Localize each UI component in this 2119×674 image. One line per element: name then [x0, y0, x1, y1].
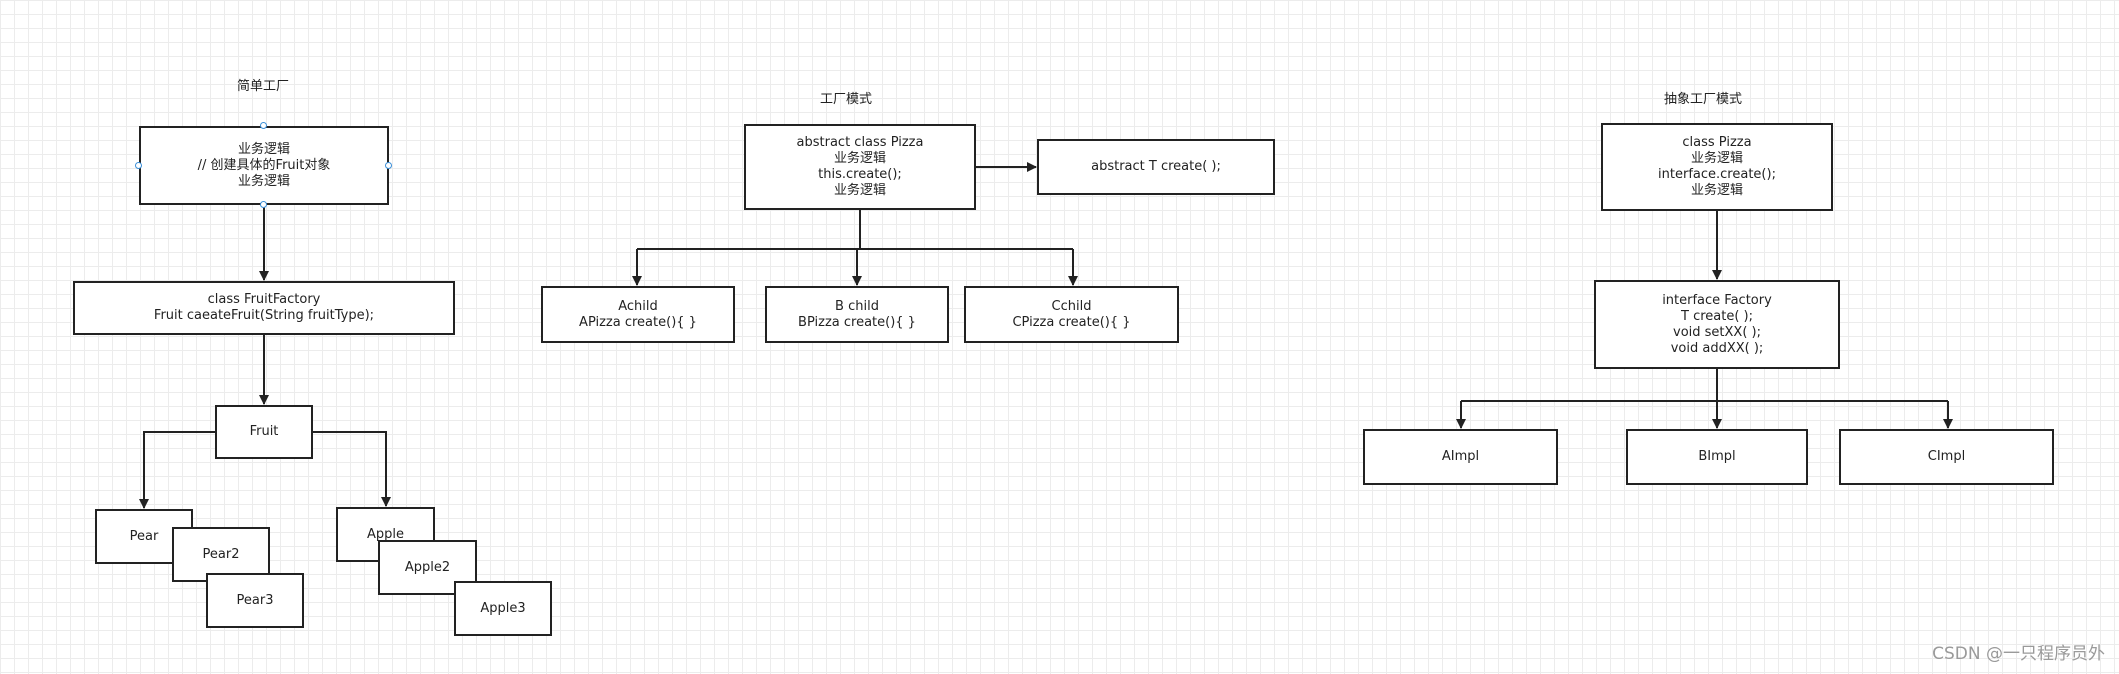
cchild-box[interactable]: Cchild CPizza create(){ }	[964, 286, 1179, 343]
arrow-fruit-to-apple	[312, 431, 391, 507]
pizza-line-3: this.create();	[818, 167, 902, 182]
interface-factory-line-4: void addXX( );	[1670, 340, 1764, 356]
arrow-fruit-to-pear	[139, 431, 216, 509]
class-pizza-box[interactable]: class Pizza 业务逻辑 interface.create(); 业务逻…	[1601, 123, 1833, 211]
factory-method-title: 工厂模式	[820, 92, 873, 107]
simple-factory-title: 简单工厂	[237, 79, 290, 94]
pizza-line-2: 业务逻辑	[833, 151, 886, 166]
fruit-factory-line-1: class FruitFactory	[207, 292, 321, 307]
achild-box[interactable]: Achild APizza create(){ }	[541, 286, 735, 343]
bimpl-box[interactable]: BImpl	[1626, 429, 1808, 485]
pear2-box[interactable]: Pear2	[172, 527, 270, 582]
achild-line-2: APizza create(){ }	[579, 314, 697, 330]
business-logic-box[interactable]: 业务逻辑 // 创建具体的Fruit对象 业务逻辑	[139, 126, 389, 205]
logic-line-1: 业务逻辑	[237, 141, 290, 157]
selection-handle-left[interactable]	[135, 162, 142, 169]
class-pizza-line-2: 业务逻辑	[1690, 151, 1743, 166]
aimpl-box[interactable]: AImpl	[1363, 429, 1558, 485]
fruit-factory-line-2: Fruit caeateFruit(String fruitType);	[153, 308, 375, 323]
aimpl-label: AImpl	[1441, 449, 1480, 464]
cchild-line-2: CPizza create(){ }	[1012, 314, 1131, 330]
fruit-factory-box[interactable]: class FruitFactory Fruit caeateFruit(Str…	[73, 281, 455, 335]
selection-handle-top[interactable]	[260, 122, 267, 129]
bimpl-label: BImpl	[1698, 449, 1736, 464]
cimpl-label: CImpl	[1927, 449, 1966, 464]
cchild-line-1: Cchild	[1051, 298, 1092, 314]
cimpl-box[interactable]: CImpl	[1839, 429, 2054, 485]
abstract-create-box[interactable]: abstract T create( );	[1037, 139, 1275, 195]
pear3-label: Pear3	[236, 592, 274, 608]
pizza-line-4: 业务逻辑	[833, 183, 886, 198]
fruit-box[interactable]: Fruit	[215, 405, 313, 459]
apple3-label: Apple3	[480, 600, 526, 616]
pear3-box[interactable]: Pear3	[206, 573, 304, 628]
class-pizza-line-4: 业务逻辑	[1690, 183, 1743, 198]
apple2-label: Apple2	[404, 559, 451, 575]
interface-factory-line-2: T create( );	[1681, 308, 1753, 324]
fruit-label: Fruit	[249, 424, 279, 439]
abstract-pizza-box[interactable]: abstract class Pizza 业务逻辑 this.create();…	[744, 124, 976, 210]
achild-line-1: Achild	[618, 298, 658, 314]
interface-factory-line-1: interface Factory	[1662, 292, 1772, 308]
pizza-line-1: abstract class Pizza	[796, 135, 924, 150]
bchild-box[interactable]: B child BPizza create(){ }	[765, 286, 949, 343]
watermark: CSDN @一只程序员外	[1932, 644, 2105, 664]
logic-line-3: 业务逻辑	[237, 173, 290, 189]
abstract-factory-title: 抽象工厂模式	[1664, 92, 1743, 107]
abstract-create-label: abstract T create( );	[1091, 159, 1221, 174]
interface-factory-box[interactable]: interface Factory T create( ); void setX…	[1594, 280, 1840, 369]
pear2-label: Pear2	[202, 546, 240, 562]
bchild-line-1: B child	[835, 298, 879, 314]
apple-label: Apple	[366, 526, 404, 542]
logic-line-2: // 创建具体的Fruit对象	[197, 157, 331, 173]
bchild-line-2: BPizza create(){ }	[798, 314, 916, 330]
selection-handle-right[interactable]	[385, 162, 392, 169]
pear-label: Pear	[129, 528, 159, 544]
selection-handle-bottom[interactable]	[260, 201, 267, 208]
class-pizza-line-1: class Pizza	[1682, 135, 1752, 150]
apple3-box[interactable]: Apple3	[454, 581, 552, 636]
interface-factory-line-3: void setXX( );	[1673, 324, 1761, 340]
class-pizza-line-3: interface.create();	[1658, 167, 1776, 182]
